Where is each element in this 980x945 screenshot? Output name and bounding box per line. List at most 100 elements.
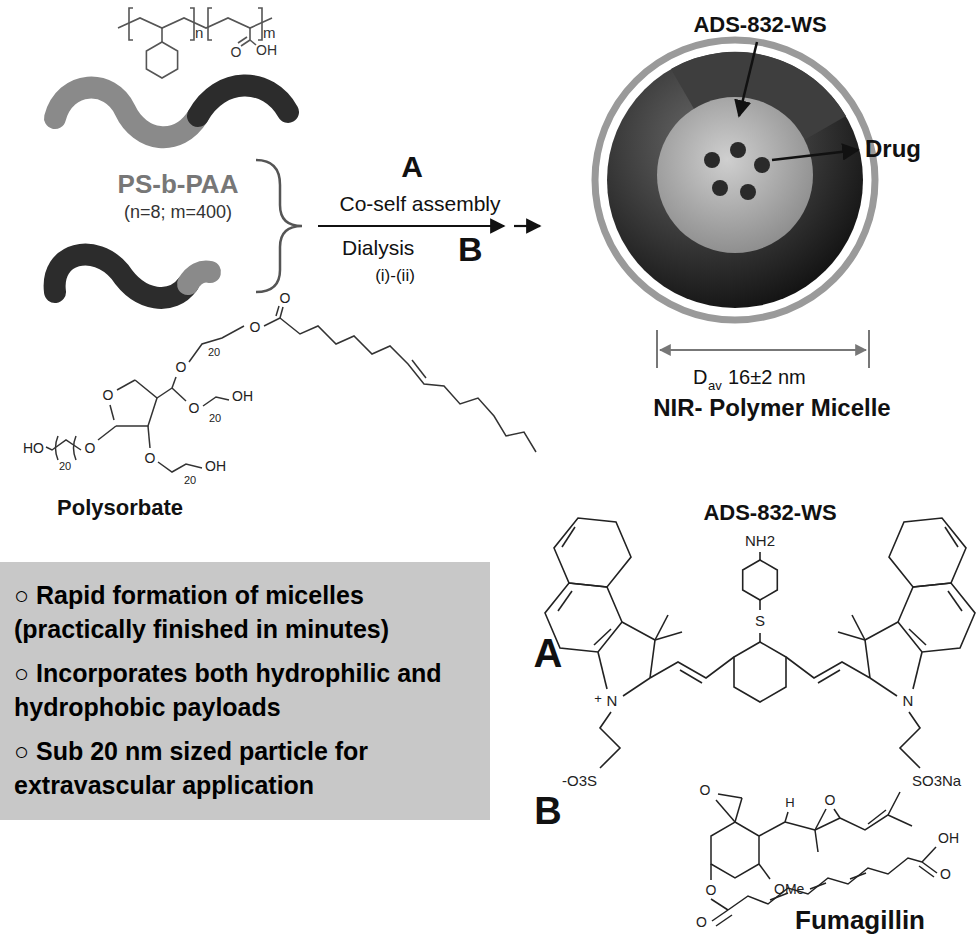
- micelle-illustration: [730, 142, 746, 158]
- fumagillin-structure: [785, 812, 788, 822]
- polysorbate-structure: [148, 426, 150, 448]
- polysorbate-structure: [110, 405, 114, 420]
- ps-b-paa-structure: [250, 40, 256, 45]
- repeat-index: 20: [59, 460, 71, 473]
- atom-label: O: [940, 866, 951, 882]
- fumagillin-structure: [815, 809, 826, 830]
- polysorbate-structure: [116, 380, 157, 426]
- polysorbate-structure: [56, 436, 77, 460]
- ps-b-paa-structure: [118, 8, 272, 78]
- atom-label: O: [250, 319, 261, 335]
- micelle-illustration: [595, 40, 875, 320]
- indolium-half: [545, 518, 734, 768]
- polysorbate-structure: [264, 318, 280, 326]
- atom-label: O: [696, 914, 707, 930]
- repeat-index: n: [195, 24, 203, 41]
- ads-832-ws-structure: [759, 552, 761, 560]
- fumagillin-structure: [810, 883, 826, 889]
- grouping-brace: [256, 160, 302, 292]
- ads-832-ws-structure: [743, 560, 778, 600]
- reaction-arrow: [318, 225, 504, 227]
- indolium-half: [650, 657, 734, 678]
- polysorbate-structure: [46, 306, 536, 472]
- ps-b-paa-structure: [161, 28, 163, 42]
- micelle-illustration: [704, 152, 720, 168]
- fumagillin-structure: [716, 915, 732, 926]
- atom-label: HO: [23, 440, 44, 456]
- fumagillin-structure: [785, 822, 815, 830]
- atom-label: OH: [205, 458, 226, 474]
- dimension-subscript: av: [708, 379, 722, 394]
- atom-label: OH: [256, 42, 277, 58]
- copolymer-cartoon: [55, 85, 288, 297]
- fumagillin-structure: [868, 810, 886, 824]
- diameter-dimension: [868, 330, 870, 368]
- fumagillin-structure: [718, 794, 742, 798]
- atom-label: SO3Na: [912, 772, 961, 789]
- ps-b-paa-structure: [146, 42, 177, 78]
- micelle-illustration: [607, 52, 863, 308]
- indolium-half: [623, 678, 650, 696]
- atom-label: OMe: [774, 881, 804, 897]
- diameter-dimension: [660, 349, 866, 351]
- copolymer-cartoon: [55, 255, 188, 298]
- ps-b-paa-structure: [249, 28, 251, 40]
- bullet-point: ○ Sub 20 nm sized particle for extravasc…: [14, 734, 476, 802]
- micelle-illustration: [712, 180, 728, 196]
- fumagillin-structure: [922, 847, 936, 862]
- polysorbate-structure: [189, 326, 244, 362]
- dimension-value: 16±2 nm: [728, 366, 806, 389]
- reaction-arrow: [318, 225, 540, 227]
- atom-label: O: [280, 290, 291, 306]
- fumagillin-structure: [815, 830, 818, 852]
- indolium-half: [655, 632, 682, 640]
- polysorbate-structure: [46, 440, 81, 450]
- atom-label: O: [145, 450, 156, 466]
- ads-832-ws-structure: [545, 518, 975, 768]
- atom-label: H: [785, 796, 794, 811]
- indolium-half: [594, 629, 611, 645]
- indolium-half: [558, 591, 572, 611]
- dimension-symbol: D: [693, 366, 707, 389]
- micelle-illustration: [704, 142, 770, 200]
- polysorbate-structure: [280, 307, 283, 318]
- ads-832-ws-structure: [786, 518, 975, 768]
- micelle-illustration: [595, 40, 875, 320]
- polysorbate-structure: [98, 426, 116, 440]
- micelle-illustration: [739, 42, 757, 116]
- polysorbate-structure: [412, 360, 426, 378]
- fumagillin-structure: [759, 822, 785, 836]
- atom-label: O: [189, 400, 200, 416]
- atom-label: N: [903, 692, 914, 709]
- fumagillin-structure: [711, 822, 759, 878]
- component-label: ADS-832-WS: [693, 12, 826, 37]
- structure-letter: B: [534, 790, 561, 834]
- micelle-illustration: [754, 157, 770, 173]
- micelle-illustration: [772, 150, 858, 160]
- charge-label: +: [594, 692, 602, 707]
- polysorbate-structure: [172, 388, 186, 401]
- indolium-half: [598, 652, 607, 689]
- atom-label: S: [755, 612, 765, 629]
- fumagillin-structure: [711, 899, 728, 910]
- polymer-composition: (n=8; m=400): [124, 202, 232, 223]
- polysorbate-structure: [172, 377, 176, 388]
- fumagillin-structure: [710, 864, 712, 880]
- indolium-half: [600, 712, 620, 768]
- polysorbate-structure: [157, 388, 172, 398]
- bullet-point: ○ Incorporates both hydrophilic and hydr…: [14, 656, 476, 724]
- atom-label: OH: [938, 830, 959, 846]
- atom-label: O: [176, 359, 187, 375]
- fumagillin-structure: [834, 809, 840, 818]
- step-letter: B: [458, 230, 483, 269]
- atom-label: OH: [232, 388, 253, 404]
- ps-b-paa-structure: [238, 37, 247, 43]
- micelle-illustration: [740, 184, 756, 200]
- micelle-illustration: [657, 97, 813, 253]
- summary-panel: ○ Rapid formation of micelles (practical…: [0, 562, 490, 820]
- repeat-index: 20: [209, 412, 221, 425]
- polysorbate-structure: [117, 380, 135, 390]
- diameter-dimension: [657, 330, 869, 368]
- atom-label: O: [231, 44, 242, 60]
- fumagillin-structure: [728, 858, 922, 910]
